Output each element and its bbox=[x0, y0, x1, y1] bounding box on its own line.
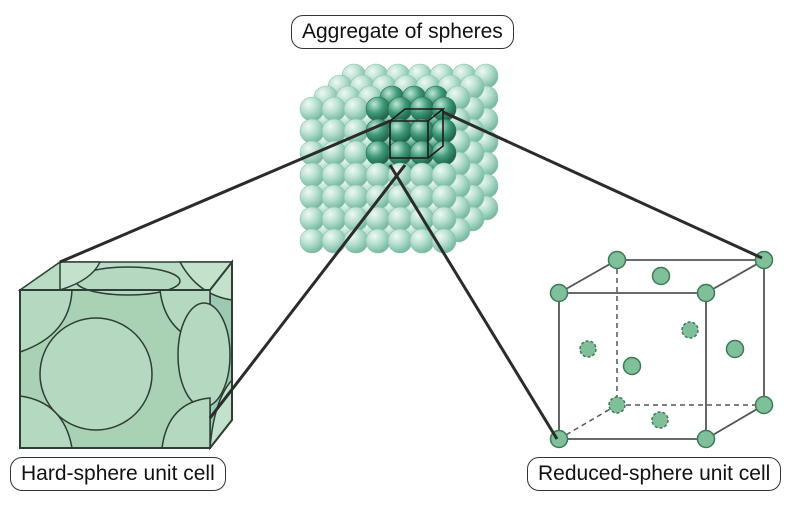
aggregate-sphere bbox=[409, 162, 435, 188]
aggregate-sphere bbox=[321, 118, 347, 144]
reduced-cell-hidden-atom bbox=[651, 411, 669, 429]
aggregate-sphere bbox=[365, 162, 391, 188]
aggregate-of-spheres-label: Aggregate of spheres bbox=[291, 15, 514, 49]
aggregate-sphere bbox=[343, 184, 369, 210]
aggregate-of-spheres bbox=[299, 63, 499, 254]
reduced-cell-hidden-atom bbox=[681, 321, 699, 339]
hard-cell-outline bbox=[19, 259, 233, 449]
hard-cell-corner-sphere bbox=[161, 397, 211, 449]
reduced-sphere-unit-cell bbox=[549, 250, 774, 449]
aggregate-sphere bbox=[299, 118, 325, 144]
reduced-cell-hidden-atom bbox=[608, 396, 626, 414]
hard-cell-corner-sphere bbox=[19, 289, 73, 354]
aggregate-sphere bbox=[387, 228, 413, 254]
reduced-cell-atom bbox=[754, 395, 774, 415]
reduced-cell-atom bbox=[651, 266, 671, 286]
aggregate-sphere bbox=[409, 118, 435, 144]
hard-cell-corner-sphere bbox=[19, 395, 73, 449]
aggregate-sphere bbox=[321, 162, 347, 188]
aggregate-sphere bbox=[431, 184, 457, 210]
reduced-cell-atom bbox=[696, 283, 716, 303]
hard-cell-face-sphere bbox=[39, 317, 153, 431]
aggregate-sphere bbox=[343, 96, 369, 122]
connector-line bbox=[59, 119, 391, 264]
aggregate-sphere bbox=[365, 96, 391, 122]
reduced-cell-atom bbox=[725, 339, 745, 359]
reduced-sphere-unit-cell-label: Reduced-sphere unit cell bbox=[527, 457, 782, 491]
aggregate-sphere bbox=[321, 184, 347, 210]
aggregate-sphere bbox=[343, 162, 369, 188]
aggregate-sphere bbox=[299, 96, 325, 122]
connector-line bbox=[208, 164, 407, 419]
aggregate-sphere bbox=[343, 140, 369, 166]
aggregate-sphere bbox=[431, 140, 457, 166]
aggregate-sphere bbox=[431, 162, 457, 188]
aggregate-sphere bbox=[387, 140, 413, 166]
aggregate-sphere bbox=[321, 206, 347, 232]
aggregate-sphere bbox=[409, 140, 435, 166]
reduced-cell-atom bbox=[622, 356, 642, 376]
hard-sphere-unit-cell-label: Hard-sphere unit cell bbox=[10, 457, 226, 491]
aggregate-sphere bbox=[365, 228, 391, 254]
aggregate-sphere bbox=[365, 140, 391, 166]
aggregate-sphere bbox=[387, 118, 413, 144]
aggregate-sphere bbox=[299, 184, 325, 210]
reduced-cell-edges bbox=[558, 259, 768, 440]
aggregate-sphere bbox=[299, 228, 325, 254]
reduced-cell-hidden-edge bbox=[558, 404, 618, 440]
reduced-cell-atom bbox=[607, 250, 627, 270]
connector-line bbox=[388, 164, 559, 440]
aggregate-sphere bbox=[431, 206, 457, 232]
hard-sphere-unit-cell bbox=[17, 259, 234, 451]
aggregate-sphere bbox=[299, 162, 325, 188]
connector-lines bbox=[59, 110, 763, 440]
aggregate-sphere bbox=[299, 206, 325, 232]
aggregate-sphere bbox=[321, 228, 347, 254]
aggregate-sphere bbox=[431, 118, 457, 144]
aggregate-sphere bbox=[387, 206, 413, 232]
reduced-cell-atom bbox=[696, 429, 716, 449]
reduced-cell-atom bbox=[549, 283, 569, 303]
hard-cell-side-sphere bbox=[177, 302, 231, 408]
reduced-cell-atom bbox=[754, 250, 774, 270]
highlighted-unit-cube bbox=[389, 108, 446, 159]
connector-line bbox=[442, 110, 763, 260]
aggregate-sphere bbox=[321, 96, 347, 122]
reduced-cell-hidden-atom bbox=[579, 340, 597, 358]
